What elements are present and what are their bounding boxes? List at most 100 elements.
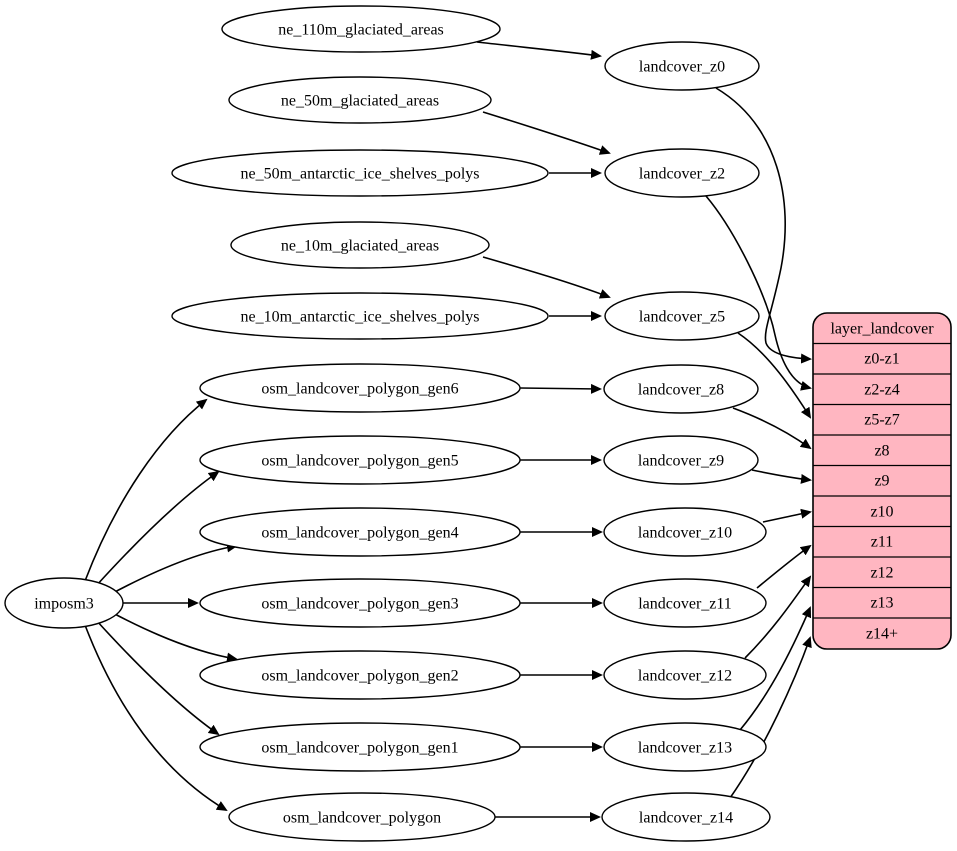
edge-landcover-z8-to-row-z8 — [732, 407, 812, 450]
node-landcover-z9-shape — [603, 435, 759, 485]
node-osm-landcover-polygon-gen1: osm_landcover_polygon_gen1 — [199, 722, 521, 772]
table-row-z5-z7-label: z5-z7 — [864, 412, 900, 429]
node-landcover-z10: landcover_z10 — [603, 507, 767, 557]
node-ne-50m-antarctic-ice-shelves-polys-shape — [171, 149, 549, 197]
node-ne-50m-antarctic-ice-shelves-polys: ne_50m_antarctic_ice_shelves_polys — [171, 149, 549, 197]
node-landcover-z5-shape — [604, 291, 760, 341]
node-ne-10m-antarctic-ice-shelves-polys-shape — [171, 292, 549, 340]
node-ne-10m-antarctic-ice-shelves-polys-label: ne_10m_antarctic_ice_shelves_polys — [240, 309, 479, 326]
node-ne-110m-glaciated-areas-label: ne_110m_glaciated_areas — [278, 22, 444, 39]
node-landcover-z14-label: landcover_z14 — [639, 810, 733, 827]
node-osm-landcover-polygon-shape — [228, 792, 496, 842]
node-osm-landcover-polygon-gen5: osm_landcover_polygon_gen5 — [199, 435, 521, 485]
node-ne-10m-glaciated-areas-shape — [230, 221, 490, 269]
node-landcover-z5: landcover_z5 — [604, 291, 760, 341]
node-landcover-z12: landcover_z12 — [603, 650, 767, 700]
edges-layer — [84, 41, 812, 822]
node-landcover-z9-label: landcover_z9 — [638, 453, 724, 470]
node-landcover-z2: landcover_z2 — [604, 148, 760, 198]
node-ne-50m-glaciated-areas: ne_50m_glaciated_areas — [228, 76, 492, 124]
node-landcover-z11: landcover_z11 — [603, 578, 767, 628]
edge-imposm3-to-osm-landcover-polygon-gen5 — [95, 470, 220, 587]
node-ne-50m-antarctic-ice-shelves-polys-label: ne_50m_antarctic_ice_shelves_polys — [240, 166, 479, 183]
node-osm-landcover-polygon-gen2-label: osm_landcover_polygon_gen2 — [261, 668, 458, 685]
edge-landcover-z13-to-row-z13 — [739, 606, 812, 731]
node-osm-landcover-polygon-gen6-shape — [199, 363, 521, 413]
edge-landcover-z10-to-row-z10 — [762, 508, 812, 523]
edge-landcover-z14-to-row-z14plus — [729, 636, 812, 799]
node-landcover-z11-label: landcover_z11 — [638, 596, 732, 613]
node-landcover-z13: landcover_z13 — [603, 722, 767, 772]
node-landcover-z8: landcover_z8 — [603, 364, 759, 414]
node-landcover-z14-shape — [601, 792, 771, 842]
node-landcover-z8-shape — [603, 364, 759, 414]
node-landcover-z13-shape — [603, 722, 767, 772]
node-ne-10m-antarctic-ice-shelves-polys: ne_10m_antarctic_ice_shelves_polys — [171, 292, 549, 340]
node-landcover-z8-label: landcover_z8 — [638, 382, 724, 399]
layer-landcover-table-bg — [812, 312, 952, 650]
table-row-z9-label: z9 — [874, 473, 889, 490]
edge-ne-50m-glaciated-areas-to-landcover-z2 — [482, 111, 611, 155]
edge-imposm3-to-osm-landcover-polygon-gen2 — [110, 611, 238, 663]
node-imposm3: imposm3 — [4, 577, 124, 629]
node-osm-landcover-polygon: osm_landcover_polygon — [228, 792, 496, 842]
node-osm-landcover-polygon-gen5-label: osm_landcover_polygon_gen5 — [261, 453, 458, 470]
node-landcover-z13-label: landcover_z13 — [638, 740, 732, 757]
node-landcover-z0-label: landcover_z0 — [639, 59, 725, 76]
node-ne-110m-glaciated-areas: ne_110m_glaciated_areas — [221, 5, 501, 53]
node-landcover-z12-shape — [603, 650, 767, 700]
node-osm-landcover-polygon-gen6: osm_landcover_polygon_gen6 — [199, 363, 521, 413]
layer-landcover-table-title: layer_landcover — [830, 321, 934, 338]
node-ne-110m-glaciated-areas-shape — [221, 5, 501, 53]
node-ne-10m-glaciated-areas: ne_10m_glaciated_areas — [230, 221, 490, 269]
edge-landcover-z9-to-row-z9 — [751, 469, 812, 484]
node-osm-landcover-polygon-gen4-label: osm_landcover_polygon_gen4 — [261, 525, 458, 542]
node-ne-10m-glaciated-areas-label: ne_10m_glaciated_areas — [281, 238, 439, 255]
edge-imposm3-to-osm-landcover-polygon — [84, 624, 228, 812]
edge-landcover-z5-to-row-z5-z7 — [737, 332, 812, 419]
table-row-z12-label: z12 — [870, 565, 893, 582]
node-osm-landcover-polygon-gen3: osm_landcover_polygon_gen3 — [199, 578, 521, 628]
edge-landcover-z12-to-row-z12 — [744, 575, 812, 659]
edge-osm-landcover-polygon-gen6-to-landcover-z8 — [519, 383, 602, 394]
table-row-z13-label: z13 — [870, 595, 893, 612]
node-osm-landcover-polygon-gen6-label: osm_landcover_polygon_gen6 — [261, 381, 458, 398]
edge-landcover-z11-to-row-z11 — [756, 544, 812, 589]
nodes-layer: ne_110m_glaciated_areas ne_50m_glaciated… — [4, 5, 771, 842]
node-landcover-z10-shape — [603, 507, 767, 557]
edge-landcover-z2-to-row-z2-z4 — [705, 195, 812, 391]
edge-imposm3-to-osm-landcover-polygon-gen6 — [84, 398, 208, 582]
node-landcover-z10-label: landcover_z10 — [638, 525, 732, 542]
edge-ne-110m-glaciated-areas-to-landcover-z0 — [476, 41, 602, 60]
node-landcover-z0-shape — [604, 41, 760, 91]
node-landcover-z9: landcover_z9 — [603, 435, 759, 485]
table-row-z8-label: z8 — [874, 443, 889, 460]
edge-imposm3-to-osm-landcover-polygon-gen1 — [95, 619, 220, 736]
node-osm-landcover-polygon-gen2: osm_landcover_polygon_gen2 — [199, 650, 521, 700]
node-osm-landcover-polygon-gen4-shape — [199, 507, 521, 557]
edge-imposm3-to-osm-landcover-polygon-gen4 — [110, 542, 238, 595]
node-imposm3-label: imposm3 — [34, 596, 94, 613]
node-ne-50m-glaciated-areas-label: ne_50m_glaciated_areas — [281, 93, 439, 110]
node-landcover-z2-shape — [604, 148, 760, 198]
node-ne-50m-glaciated-areas-shape — [228, 76, 492, 124]
node-osm-landcover-polygon-gen4: osm_landcover_polygon_gen4 — [199, 507, 521, 557]
table-row-z0-z1-label: z0-z1 — [864, 351, 900, 368]
node-landcover-z14: landcover_z14 — [601, 792, 771, 842]
node-osm-landcover-polygon-label: osm_landcover_polygon — [283, 810, 441, 827]
node-osm-landcover-polygon-gen5-shape — [199, 435, 521, 485]
node-osm-landcover-polygon-gen3-label: osm_landcover_polygon_gen3 — [261, 596, 458, 613]
node-landcover-z0: landcover_z0 — [604, 41, 760, 91]
table-row-z2-z4-label: z2-z4 — [864, 382, 900, 399]
edge-landcover-z0-to-row-z0-z1 — [715, 87, 812, 364]
node-osm-landcover-polygon-gen3-shape — [199, 578, 521, 628]
node-landcover-z5-label: landcover_z5 — [639, 309, 725, 326]
table-row-z10-label: z10 — [870, 504, 893, 521]
table-row-z14plus-label: z14+ — [866, 626, 898, 643]
layer-landcover-table: layer_landcover z0-z1 z2-z4 z5-z7 z8 z9 … — [812, 312, 952, 650]
table-row-z11-label: z11 — [871, 534, 894, 551]
node-landcover-z12-label: landcover_z12 — [638, 668, 732, 685]
node-landcover-z11-shape — [603, 578, 767, 628]
